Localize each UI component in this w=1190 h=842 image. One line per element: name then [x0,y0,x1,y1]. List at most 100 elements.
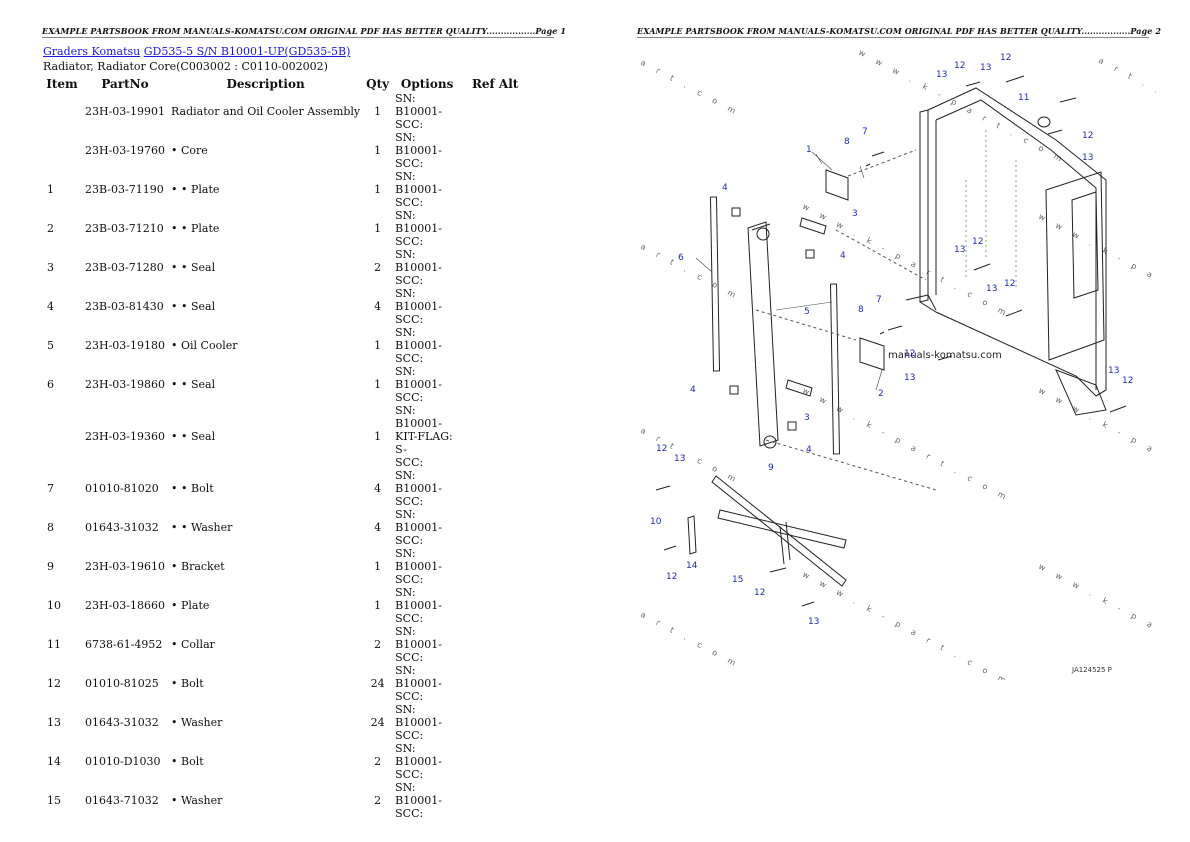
cell-qty: 24 [370,716,385,729]
table-row: 7 01010-81020 • • Bolt 4 SN: B10001-SCC: [42,469,528,508]
callout-5: 5 [804,307,810,317]
cell-options: SN: B10001-SCC: [392,170,462,209]
option-line: SCC: [395,573,424,586]
page-header-left: EXAMPLE PARTSBOOK FROM MANUALS-KOMATSU.C… [42,26,566,36]
callout-12: 12 [754,588,765,598]
cell-options: SN: B10001-SCC: [392,92,462,131]
cell-qty: 1 [374,105,382,118]
option-line: SCC: [395,807,424,820]
cell-partno: 01010-81025 [85,677,159,690]
callout-12: 12 [1082,131,1093,141]
cell-partno: 23B-03-71280 [85,261,164,274]
col-header-description: Description [226,77,305,91]
seal-3-block [785,379,813,397]
callout-12: 12 [1000,53,1011,63]
cell-item: 12 [47,677,61,690]
breadcrumb-link-model[interactable]: GD535-5 S/N B10001-UP(GD535-5B) [143,45,351,58]
page-header-right: EXAMPLE PARTSBOOK FROM MANUALS-KOMATSU.C… [637,26,1161,36]
cell-qty: 2 [374,794,382,807]
cell-item: 11 [47,638,61,651]
parts-table: Item PartNo Description Qty Options Ref … [42,76,528,820]
cell-description: • • Seal [171,430,216,443]
watermark-text: a r t . c o m [639,242,741,302]
callout-1: 1 [806,145,812,155]
cell-refalt [462,742,528,781]
oil-cooler-body [747,221,779,447]
bolt-group [879,325,903,335]
cell-refalt [462,287,528,326]
cell-options: SN: B10001-SCC: [392,365,462,404]
table-row: 5 23H-03-19180 • Oil Cooler 1 SN: B10001… [42,326,528,365]
cell-description: • • Seal [171,378,216,391]
cell-item: 9 [47,560,54,573]
callout-13: 14 [686,561,698,571]
seal-4-block [729,385,739,395]
cell-partno: 01643-31032 [85,521,159,534]
cell-refalt [462,365,528,404]
callout-7: 7 [862,127,868,137]
callout-4: 4 [722,183,728,193]
cell-qty: 1 [374,222,382,235]
col-header-refalt: Ref Alt [471,77,519,91]
oil-cooler-port [756,227,770,241]
callout-4: 4 [840,251,846,261]
seal-4-block [731,207,741,217]
callout-12: 12 [1004,279,1015,289]
table-row: 10 23H-03-18660 • Plate 1 SN: B10001-SCC… [42,586,528,625]
oil-cooler-cap [751,223,771,231]
table-row: 6 23H-03-19860 • • Seal 1 SN: B10001-SCC… [42,365,528,404]
table-row: 14 01010-D1030 • Bolt 2 SN: B10001-SCC: [42,742,528,781]
cell-qty: 1 [374,183,382,196]
cell-partno: 23H-03-19180 [85,339,166,352]
frame-hidden-lines [965,130,1017,290]
breadcrumb-link-graders[interactable]: Graders Komatsu [43,45,141,58]
cell-options: SN: B10001-SCC: [392,547,462,586]
cell-refalt [462,625,528,664]
cell-partno: 01010-81020 [85,482,159,495]
cell-description: • • Washer [171,521,233,534]
option-line: SN: B10001- [395,92,442,118]
option-line: SN: B10001- [395,131,442,157]
cell-item: 5 [47,339,54,352]
col-header-qty: Qty [366,77,390,91]
cell-description: Radiator and Oil Cooler Assembly [171,105,361,118]
cell-item: 14 [47,755,61,768]
callout-12: 12 [904,349,915,359]
watermark-text: w w w . k - p a r t . c o m [801,202,1012,320]
callout-13: 13 [1108,366,1119,376]
option-line: SCC: [395,313,424,326]
cell-qty: 1 [374,599,382,612]
frame-left-post [919,109,929,303]
table-row: 8 01643-31032 • • Washer 4 SN: B10001-SC… [42,508,528,547]
cell-description: • • Seal [171,261,216,274]
frame-side-window [1071,191,1099,299]
callout-2: 2 [878,389,884,399]
watermark-text: w w w . k - p a r t . c o m [801,570,1012,680]
header-divider-right [637,37,1149,38]
leader-lines [695,151,883,391]
seal-3-block [799,217,827,235]
option-line: SN: B10001- [395,209,442,235]
option-line: SCC: [395,690,424,703]
header-divider-left [42,37,554,38]
option-line: SCC: [395,196,424,209]
cell-item [42,131,82,170]
cell-item: 15 [47,794,61,807]
cell-refalt [462,404,528,469]
plate-1 [825,169,849,201]
option-line: SN: B10001- [395,547,442,573]
cell-options: SN: B10001-SCC: [392,781,462,820]
option-line: SCC: [395,534,424,547]
cell-partno: 23H-03-18660 [85,599,166,612]
callout-12: 12 [954,61,965,71]
cell-item [42,404,82,469]
seal-strip [830,283,840,455]
cell-item: 7 [47,482,54,495]
cell-description: • Bracket [171,560,225,573]
cell-options: SN: B10001-SCC: [392,287,462,326]
frame-bracket [1055,369,1107,416]
col-header-options: Options [400,77,454,91]
watermark-text: a r t . c o m [639,426,741,486]
table-row: 23H-03-19760 • Core 1 SN: B10001-SCC: [42,131,528,170]
option-line: SN: B10001- [395,404,442,430]
